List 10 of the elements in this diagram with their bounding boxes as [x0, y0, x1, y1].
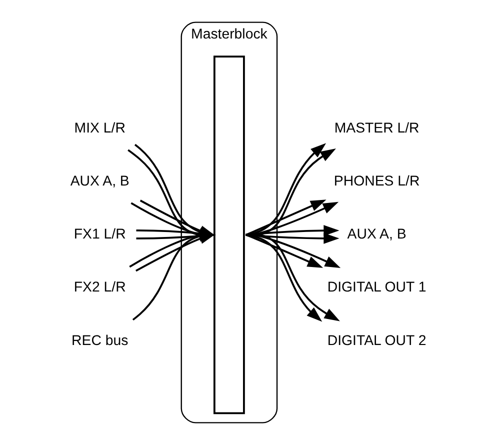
node-text: DIGITAL OUT 2 [326, 332, 426, 349]
node-text: PHONES L/R [333, 173, 420, 190]
node-text: AUX A, B [70, 173, 129, 190]
node-text: FX2 L/R [73, 280, 126, 296]
node-text: MIX L/R [74, 120, 125, 136]
node-text: DIGITAL OUT 1 [326, 280, 426, 296]
node-text: MASTER L/R [334, 120, 419, 136]
node-text: REC bus [71, 332, 128, 349]
node-text: FX1 L/R [73, 226, 126, 243]
node-text: AUX A, B [346, 226, 406, 243]
